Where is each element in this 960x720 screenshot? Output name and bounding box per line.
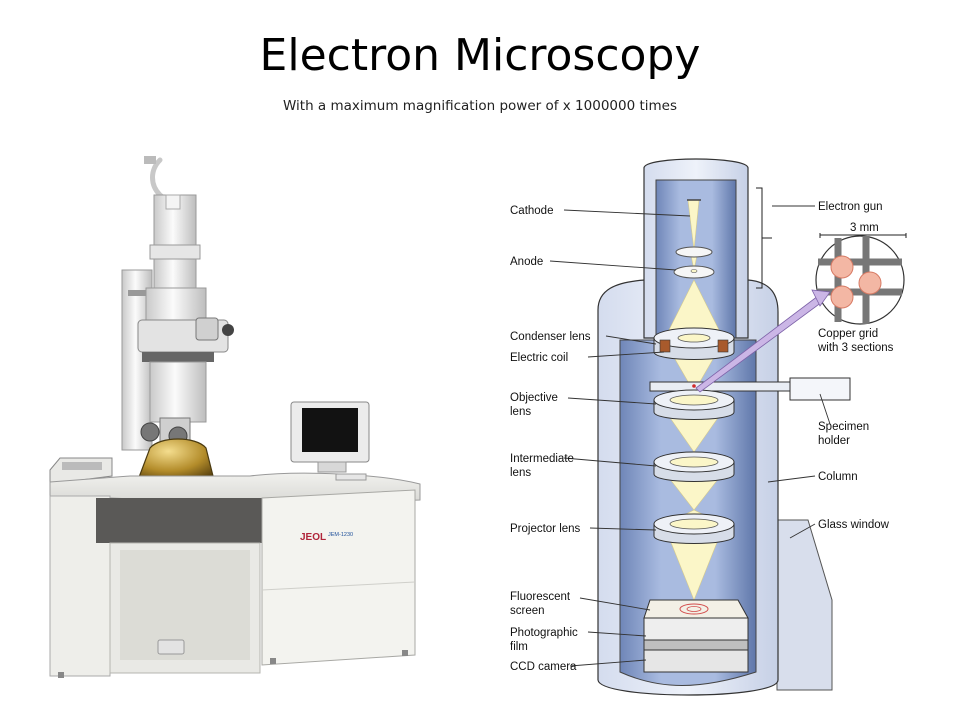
label-electron-gun: Electron gun: [818, 201, 883, 213]
label-glass-window: Glass window: [818, 519, 890, 531]
label-photographic-film-line1: Photographic: [510, 627, 578, 639]
specimen-holder-shape: [649, 377, 851, 401]
copper-grid-inset: [695, 233, 907, 393]
condenser-lens-shape: [653, 327, 735, 360]
label-electric-coil: Electric coil: [510, 352, 568, 364]
label-objective-lens-line1: Objective: [510, 392, 558, 404]
anode-shape: [673, 246, 715, 279]
tem-diagram: Cathode Anode Condenser lens Electric co…: [510, 158, 907, 696]
label-intermediate-lens-line1: Intermediate: [510, 453, 574, 465]
label-copper-grid-line1: Copper grid: [818, 328, 878, 340]
label-column: Column: [818, 471, 858, 483]
detector-stack: [643, 599, 749, 673]
intermediate-lens-shape: [653, 451, 735, 482]
slide-title: Electron Microscopy: [259, 30, 701, 81]
leader-lines: [549, 205, 831, 667]
label-intermediate-lens-line2: lens: [510, 467, 531, 479]
slide-subtitle: With a maximum magnification power of x …: [282, 98, 678, 114]
label-objective-lens-line2: lens: [510, 406, 531, 418]
label-specimen-holder-line1: Specimen: [818, 421, 869, 433]
label-projector-lens: Projector lens: [510, 523, 581, 535]
model-label: JEM-1230: [328, 532, 353, 538]
objective-lens-shape: [653, 389, 735, 420]
label-specimen-holder-line2: holder: [818, 435, 850, 447]
label-photographic-film-line2: film: [510, 641, 528, 653]
label-ccd-camera: CCD camera: [510, 661, 577, 673]
label-copper-grid-line2: with 3 sections: [817, 342, 894, 354]
label-anode: Anode: [510, 256, 543, 268]
label-condenser-lens: Condenser lens: [510, 331, 591, 343]
label-cathode: Cathode: [510, 205, 553, 217]
glass-window: [776, 519, 833, 691]
microscope-photo: JEOL JEM-1230: [49, 156, 421, 678]
label-grid-scale: 3 mm: [850, 222, 879, 234]
label-fluorescent-screen-line2: screen: [510, 605, 545, 617]
projector-lens-shape: [653, 513, 735, 544]
electron-gun-bracket: [756, 187, 772, 289]
brand-logo: JEOL: [300, 532, 326, 543]
label-fluorescent-screen-line1: Fluorescent: [510, 591, 571, 603]
